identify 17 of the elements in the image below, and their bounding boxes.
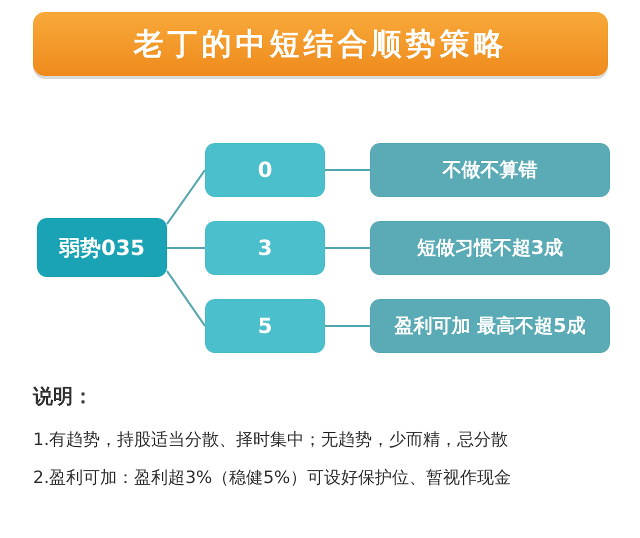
connector-line xyxy=(325,247,370,249)
connector-line xyxy=(167,247,205,249)
note-text: 1.有趋势，持股适当分散、择时集中；无趋势，少而精，忌分散 xyxy=(33,429,508,451)
process-box: 弱势035 xyxy=(37,218,167,277)
title-banner: 老丁的中短结合顺势策略 xyxy=(33,12,608,76)
note-box: 短做习惯不超3成 xyxy=(370,221,610,275)
process-box: 3 xyxy=(205,221,325,275)
note-text: 2.盈利可加：盈利超3%（稳健5%）可设好保护位、暂视作现金 xyxy=(33,467,512,489)
process-box: 0 xyxy=(205,143,325,197)
connector-line xyxy=(166,169,206,225)
process-box: 5 xyxy=(205,299,325,353)
notes-heading: 说明： xyxy=(33,383,93,410)
connector-line xyxy=(325,325,370,327)
connector-line xyxy=(166,270,206,327)
note-box: 不做不算错 xyxy=(370,143,610,197)
connector-line xyxy=(325,169,370,171)
note-box: 盈利可加 最高不超5成 xyxy=(370,299,610,353)
